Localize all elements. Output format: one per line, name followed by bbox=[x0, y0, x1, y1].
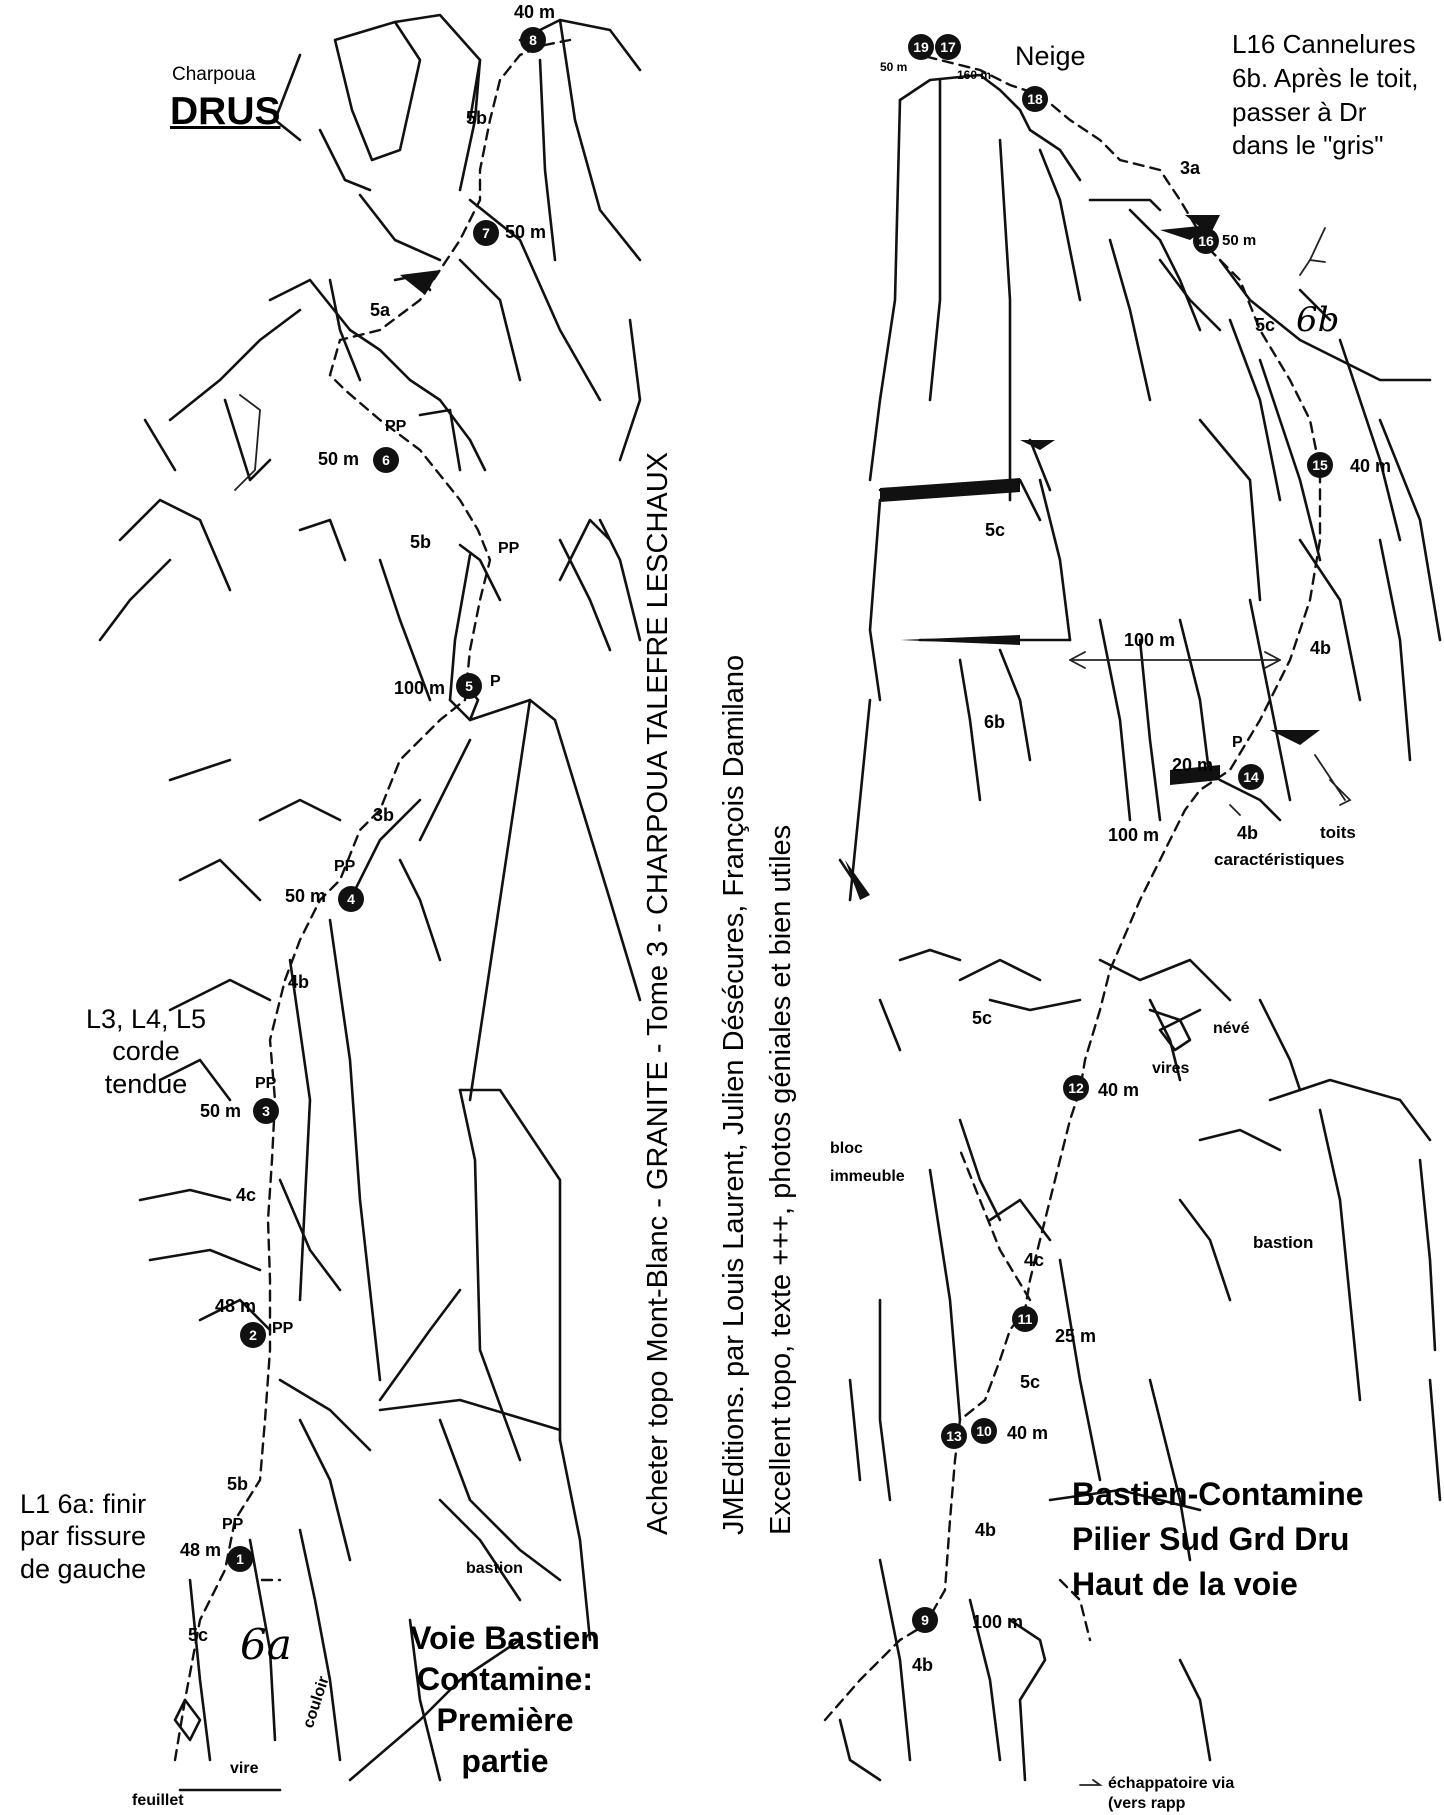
belay-2-length: 48 m bbox=[215, 1296, 257, 1316]
belay-5-p: P bbox=[490, 673, 501, 690]
neve-label: névé bbox=[1213, 1020, 1250, 1037]
belay-5: 5 bbox=[456, 673, 482, 699]
belay-12: 12 bbox=[1063, 1075, 1089, 1101]
belay-10-length: 40 m bbox=[1007, 1423, 1049, 1443]
belay-3-length: 50 m bbox=[200, 1101, 242, 1121]
grade-right-7: 4b bbox=[1310, 638, 1332, 658]
belay-16: 16 bbox=[1193, 228, 1219, 254]
bloc-label: bloc bbox=[830, 1140, 863, 1157]
grade-left-1: 5c bbox=[188, 1625, 209, 1645]
belay-9: 9 bbox=[912, 1607, 938, 1633]
belay-14: 14 bbox=[1238, 764, 1264, 790]
belay-5-length: 100 m bbox=[394, 678, 446, 698]
grade-left-6: 5b bbox=[410, 532, 432, 552]
belay-13: 13 bbox=[941, 1423, 967, 1449]
feuillet-label: feuillet bbox=[132, 1792, 184, 1809]
belay-12-length: 40 m bbox=[1098, 1080, 1140, 1100]
note-l1: L1 6a: finir par fissure de gauche bbox=[20, 1489, 147, 1584]
belay-17: 17 bbox=[935, 34, 961, 60]
caracteristiques-label: caractéristiques bbox=[1214, 850, 1345, 869]
note-l3-l5: L3, L4, L5 corde tendue bbox=[85, 1004, 207, 1099]
left-route bbox=[173, 38, 572, 1762]
belay-3: 3 bbox=[253, 1098, 279, 1124]
grade-left-8: 5b bbox=[466, 108, 488, 128]
belay-6-length: 50 m bbox=[318, 449, 360, 469]
right-title: Bastien-Contamine Pilier Sud Grd Dru Hau… bbox=[1072, 1476, 1364, 1602]
belay-3-pp: PP bbox=[255, 1075, 277, 1092]
grade-right-5: 5c bbox=[972, 1008, 993, 1028]
belay-10: 10 bbox=[971, 1418, 997, 1444]
grade-right-6: 4b bbox=[1237, 823, 1259, 843]
review-line: Excellent topo, texte +++, photos génial… bbox=[765, 824, 797, 1535]
belay-1-pp: PP bbox=[222, 1516, 244, 1533]
toits-label: toits bbox=[1320, 823, 1356, 842]
grade-left-5: 3b bbox=[373, 805, 395, 825]
grade-left-7: 5a bbox=[370, 300, 391, 320]
belay-4-length: 50 m bbox=[285, 886, 327, 906]
belay-6-pp: PP bbox=[385, 418, 407, 435]
belay-7: 7 bbox=[473, 220, 499, 246]
area-label: Charpoua bbox=[172, 64, 256, 85]
belay-1-length: 48 m bbox=[180, 1540, 222, 1560]
editions-line: JMEditions. par Louis Laurent, Julien Dé… bbox=[718, 654, 750, 1535]
l16-note: L16 Cannelures 6b. Après le toit, passer… bbox=[1232, 29, 1419, 161]
belay-15: 15 bbox=[1307, 452, 1333, 478]
vires-label: vires bbox=[1152, 1060, 1190, 1077]
belay-8: 8 bbox=[520, 27, 546, 53]
grade-right-10: 5c bbox=[1255, 315, 1276, 335]
lower-length: 100 m bbox=[1108, 825, 1160, 845]
right-rock-lines bbox=[838, 73, 1442, 1782]
vire-label: vire bbox=[230, 1760, 259, 1777]
left-rock-lines bbox=[98, 13, 642, 1792]
grade-left-4: 4b bbox=[288, 972, 310, 992]
neige-label: Neige bbox=[1015, 41, 1086, 71]
handwritten-grade-6b: 6b bbox=[1296, 300, 1340, 340]
grade-right-3: 5c bbox=[1020, 1372, 1041, 1392]
belay-2: 2 bbox=[240, 1322, 266, 1348]
belay-6: 6 bbox=[373, 447, 399, 473]
grade-right-1: 4b bbox=[912, 1655, 934, 1675]
immeuble-label: immeuble bbox=[830, 1168, 905, 1185]
echappatoire-label: échappatoire via bbox=[1108, 1775, 1235, 1792]
right-p-mark: P bbox=[1232, 734, 1243, 751]
grade-right-2: 4b bbox=[975, 1520, 997, 1540]
belay-9-length: 100 m bbox=[972, 1612, 1024, 1632]
mid-pp: PP bbox=[498, 540, 520, 557]
left-title: Voie Bastien Contamine: Première partie bbox=[410, 1620, 600, 1779]
belay-19: 19 bbox=[908, 34, 934, 60]
belay-18: 18 bbox=[1022, 86, 1048, 112]
grade-right-11: 3a bbox=[1180, 158, 1201, 178]
belay-11: 11 bbox=[1012, 1306, 1038, 1332]
left-bastion-label: bastion bbox=[466, 1560, 523, 1577]
grade-left-3: 4c bbox=[236, 1185, 257, 1205]
peak-label: DRUS bbox=[170, 90, 281, 133]
handwritten-grade-6a: 6a bbox=[240, 1620, 292, 1669]
traverse-length: 100 m bbox=[1124, 630, 1176, 650]
belay-4: 4 bbox=[338, 886, 364, 912]
grade-right-4: 4c bbox=[1024, 1250, 1045, 1270]
belay-4-pp: PP bbox=[334, 858, 356, 875]
belay-11-length: 25 m bbox=[1055, 1326, 1097, 1346]
belay-16-length: 50 m bbox=[1222, 232, 1257, 249]
vers-rapp-label: (vers rapp bbox=[1108, 1795, 1186, 1812]
grade-right-8: 6b bbox=[984, 712, 1006, 732]
belay-1: 1 bbox=[227, 1546, 253, 1572]
belay-2-pp: PP bbox=[272, 1320, 294, 1337]
grade-right-9: 5c bbox=[985, 520, 1006, 540]
grade-left-2: 5b bbox=[227, 1474, 249, 1494]
buy-topo-line: Acheter topo Mont-Blanc - GRANITE - Tome… bbox=[642, 451, 674, 1535]
belay-15-length: 40 m bbox=[1350, 456, 1392, 476]
right-route bbox=[823, 53, 1352, 1786]
belay-19-length: 50 m bbox=[880, 60, 908, 74]
belay-14-length: 20 m bbox=[1172, 755, 1214, 775]
belay-7-length: 50 m bbox=[505, 222, 547, 242]
right-bastion-label: bastion bbox=[1253, 1233, 1314, 1252]
belay-17-length: 160 m bbox=[957, 68, 992, 82]
belay-8-length: 40 m bbox=[514, 2, 556, 22]
